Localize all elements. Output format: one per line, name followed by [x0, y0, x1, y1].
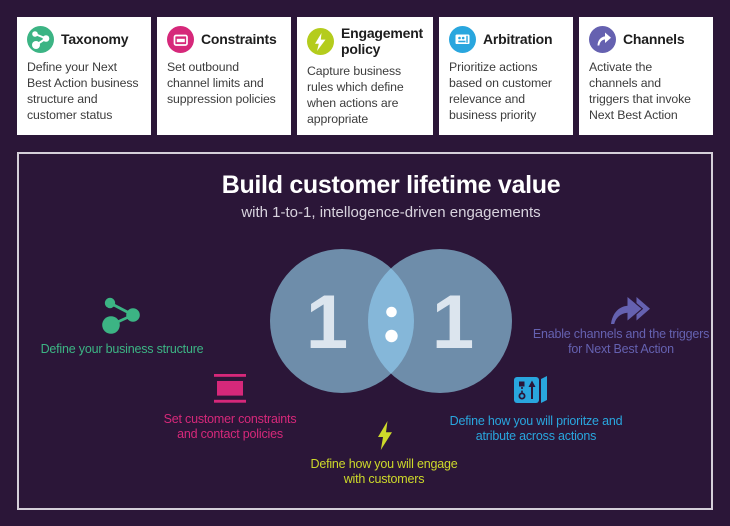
venn-right-value: 1 — [432, 280, 474, 365]
card-title: Taxonomy — [61, 30, 129, 47]
window-bar-icon — [167, 26, 194, 53]
curved-arrow-icon — [589, 26, 617, 53]
venn-overlap-lens — [368, 249, 414, 393]
card-description: Define your Next Best Action business st… — [27, 60, 139, 122]
card-header: Arbitration — [449, 26, 563, 53]
card-description: Activate the channels and triggers that … — [589, 60, 691, 122]
machine-panel-icon — [449, 26, 477, 53]
card-title: Channels — [623, 30, 685, 47]
card-title: Arbitration — [483, 30, 553, 47]
card-description: Prioritize actions based on customer rel… — [449, 60, 552, 122]
card-channels: Channels Activate the channels and trigg… — [579, 17, 714, 135]
card-header: Channels — [589, 26, 703, 53]
callout-channels: Enable channels and the triggers for Nex… — [532, 327, 710, 356]
card-description: Set outbound channel limits and suppress… — [167, 60, 276, 106]
panel-title: Build customer lifetime value — [221, 171, 561, 199]
card-header: Taxonomy — [27, 26, 141, 53]
customer-constraints-icon — [214, 374, 246, 403]
callout-taxonomy: Define your business structure — [40, 342, 204, 356]
card-taxonomy: Taxonomy Define your Next Best Action bu… — [17, 17, 151, 135]
panel-header: Build customer lifetime value with 1-to-… — [81, 171, 701, 221]
card-description: Capture business rules which define when… — [307, 64, 404, 127]
one-to-one-venn-diagram: 1 1 — [270, 249, 512, 393]
process-cards-row: Taxonomy Define your Next Best Action bu… — [17, 17, 714, 135]
engagement-lightning-icon — [378, 421, 392, 450]
panel-subtitle: with 1-to-1, intellogence-driven engagem… — [241, 204, 541, 221]
card-constraints: Constraints Set outbound channel limits … — [157, 17, 291, 135]
ratio-colon-icon — [385, 306, 398, 343]
card-header: Engagement policy — [307, 25, 424, 57]
callout-arbitration: Define how you will prioritze and atribu… — [449, 414, 623, 443]
network-nodes-icon — [27, 26, 54, 53]
card-header: Constraints — [167, 26, 281, 53]
card-engagement-policy: Engagement policy Capture business rules… — [297, 17, 434, 135]
card-title: Engagement policy — [341, 25, 424, 57]
card-arbitration: Arbitration Prioritize actions based on … — [439, 17, 574, 135]
lightning-icon — [307, 28, 334, 56]
card-title: Constraints — [201, 30, 277, 47]
lifetime-value-panel: Build customer lifetime value with 1-to-… — [17, 152, 713, 510]
business-structure-icon — [102, 297, 140, 334]
channels-arrows-icon — [611, 297, 650, 324]
callout-constraints: Set customer constraints and contact pol… — [163, 412, 297, 441]
venn-left-value: 1 — [306, 280, 348, 365]
prioritization-flow-icon — [514, 376, 547, 403]
callout-engagement: Define how you will engage with customer… — [310, 457, 458, 486]
